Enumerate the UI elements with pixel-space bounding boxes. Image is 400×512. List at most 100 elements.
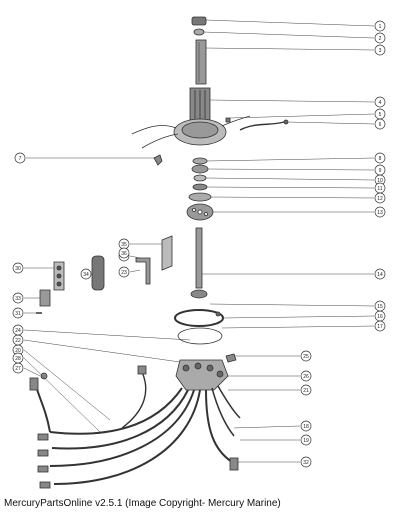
coil-bracket-left bbox=[53, 261, 65, 291]
callout-7: 7 bbox=[14, 152, 26, 164]
callout-number: 23 bbox=[121, 270, 127, 276]
callout-circle bbox=[12, 307, 24, 319]
callout-number: 20 bbox=[15, 348, 21, 354]
callout-number: 33 bbox=[15, 296, 21, 302]
callout-circle bbox=[374, 32, 386, 44]
callout-3: 3 bbox=[374, 44, 386, 56]
callout-24: 24 bbox=[12, 324, 24, 336]
callout-number: 30 bbox=[15, 266, 21, 272]
callout-circle bbox=[374, 118, 386, 130]
callout-circle bbox=[12, 262, 24, 274]
callout-circle bbox=[374, 44, 386, 56]
callout-number: 5 bbox=[379, 112, 382, 118]
callout-21: 21 bbox=[300, 384, 312, 396]
callout-number: 13 bbox=[377, 210, 383, 216]
washer-stack bbox=[188, 157, 212, 202]
callout-number: 1 bbox=[379, 24, 382, 30]
callout-number: 10 bbox=[377, 178, 383, 184]
callout-circle bbox=[374, 206, 386, 218]
callout-32: 32 bbox=[300, 456, 312, 468]
rubber-grommet bbox=[40, 372, 48, 380]
callout-circle bbox=[300, 370, 312, 382]
callout-circle bbox=[12, 292, 24, 304]
callout-9: 9 bbox=[374, 164, 386, 176]
callout-circle bbox=[374, 20, 386, 32]
bracket-clip bbox=[135, 257, 151, 285]
callout-33: 33 bbox=[12, 292, 24, 304]
timer-plate bbox=[186, 203, 214, 221]
callout-circle bbox=[300, 420, 312, 432]
callout-6: 6 bbox=[374, 118, 386, 130]
callout-30: 30 bbox=[12, 262, 24, 274]
callout-number: 27 bbox=[15, 366, 21, 372]
coil-terminal bbox=[225, 353, 237, 363]
callout-number: 26 bbox=[303, 374, 309, 380]
callout-number: 18 bbox=[303, 424, 309, 430]
callout-number: 19 bbox=[303, 438, 309, 444]
callout-25: 25 bbox=[300, 350, 312, 362]
callout-34: 34 bbox=[80, 268, 92, 280]
callout-circle bbox=[374, 152, 386, 164]
callout-number: 2 bbox=[379, 36, 382, 42]
callout-number: 9 bbox=[379, 168, 382, 174]
callout-number: 14 bbox=[377, 272, 383, 278]
callout-number: 35 bbox=[121, 242, 127, 248]
callout-number: 3 bbox=[379, 48, 382, 54]
top-washer bbox=[193, 28, 205, 36]
callout-circle bbox=[374, 320, 386, 332]
rotor-housing bbox=[173, 87, 227, 146]
callout-number: 15 bbox=[377, 304, 383, 310]
callout-circle bbox=[14, 152, 26, 164]
callout-35: 35 bbox=[118, 238, 130, 250]
callout-number: 8 bbox=[379, 156, 382, 162]
callout-circle bbox=[80, 268, 92, 280]
distributor-cap bbox=[175, 359, 229, 391]
callout-22: 22 bbox=[12, 334, 24, 346]
callout-15: 15 bbox=[374, 300, 386, 312]
small-screw bbox=[225, 117, 231, 123]
top-nut bbox=[191, 16, 207, 26]
mount-bracket bbox=[39, 289, 51, 307]
callout-5: 5 bbox=[374, 108, 386, 120]
callout-23: 23 bbox=[118, 266, 130, 278]
callout-number: 22 bbox=[15, 338, 21, 344]
callout-circle bbox=[118, 247, 130, 259]
callout-circle bbox=[12, 352, 24, 364]
clamp-ring bbox=[174, 309, 224, 327]
callout-11: 11 bbox=[374, 182, 386, 194]
callout-number: 6 bbox=[379, 122, 382, 128]
callout-2: 2 bbox=[374, 32, 386, 44]
lower-shaft bbox=[190, 227, 208, 299]
leader-lines bbox=[23, 19, 375, 463]
callout-number: 21 bbox=[303, 388, 309, 394]
callout-1: 1 bbox=[374, 20, 386, 32]
callout-19: 19 bbox=[300, 434, 312, 446]
callout-circle bbox=[300, 384, 312, 396]
callout-13: 13 bbox=[374, 206, 386, 218]
callout-26: 26 bbox=[300, 370, 312, 382]
image-credit: MercuryPartsOnline v2.5.1 (Image Copyrig… bbox=[4, 498, 281, 509]
callout-10: 10 bbox=[374, 174, 386, 186]
callout-number: 28 bbox=[15, 356, 21, 362]
callout-number: 11 bbox=[377, 186, 382, 192]
callout-8: 8 bbox=[374, 152, 386, 164]
callout-circle bbox=[374, 96, 386, 108]
callout-27: 27 bbox=[12, 362, 24, 374]
callout-circle bbox=[12, 324, 24, 336]
callout-16: 16 bbox=[374, 310, 386, 322]
callout-circle bbox=[300, 456, 312, 468]
callout-12: 12 bbox=[374, 192, 386, 204]
callout-number: 25 bbox=[303, 354, 309, 360]
coil-module bbox=[91, 255, 105, 291]
callout-number: 4 bbox=[379, 100, 382, 106]
callout-number: 7 bbox=[19, 156, 22, 162]
terminal-block bbox=[161, 235, 173, 271]
upper-shaft bbox=[195, 39, 207, 85]
callout-circle bbox=[118, 266, 130, 278]
callout-28: 28 bbox=[12, 352, 24, 364]
plug-boots bbox=[29, 377, 239, 489]
callout-number: 36 bbox=[121, 251, 127, 257]
